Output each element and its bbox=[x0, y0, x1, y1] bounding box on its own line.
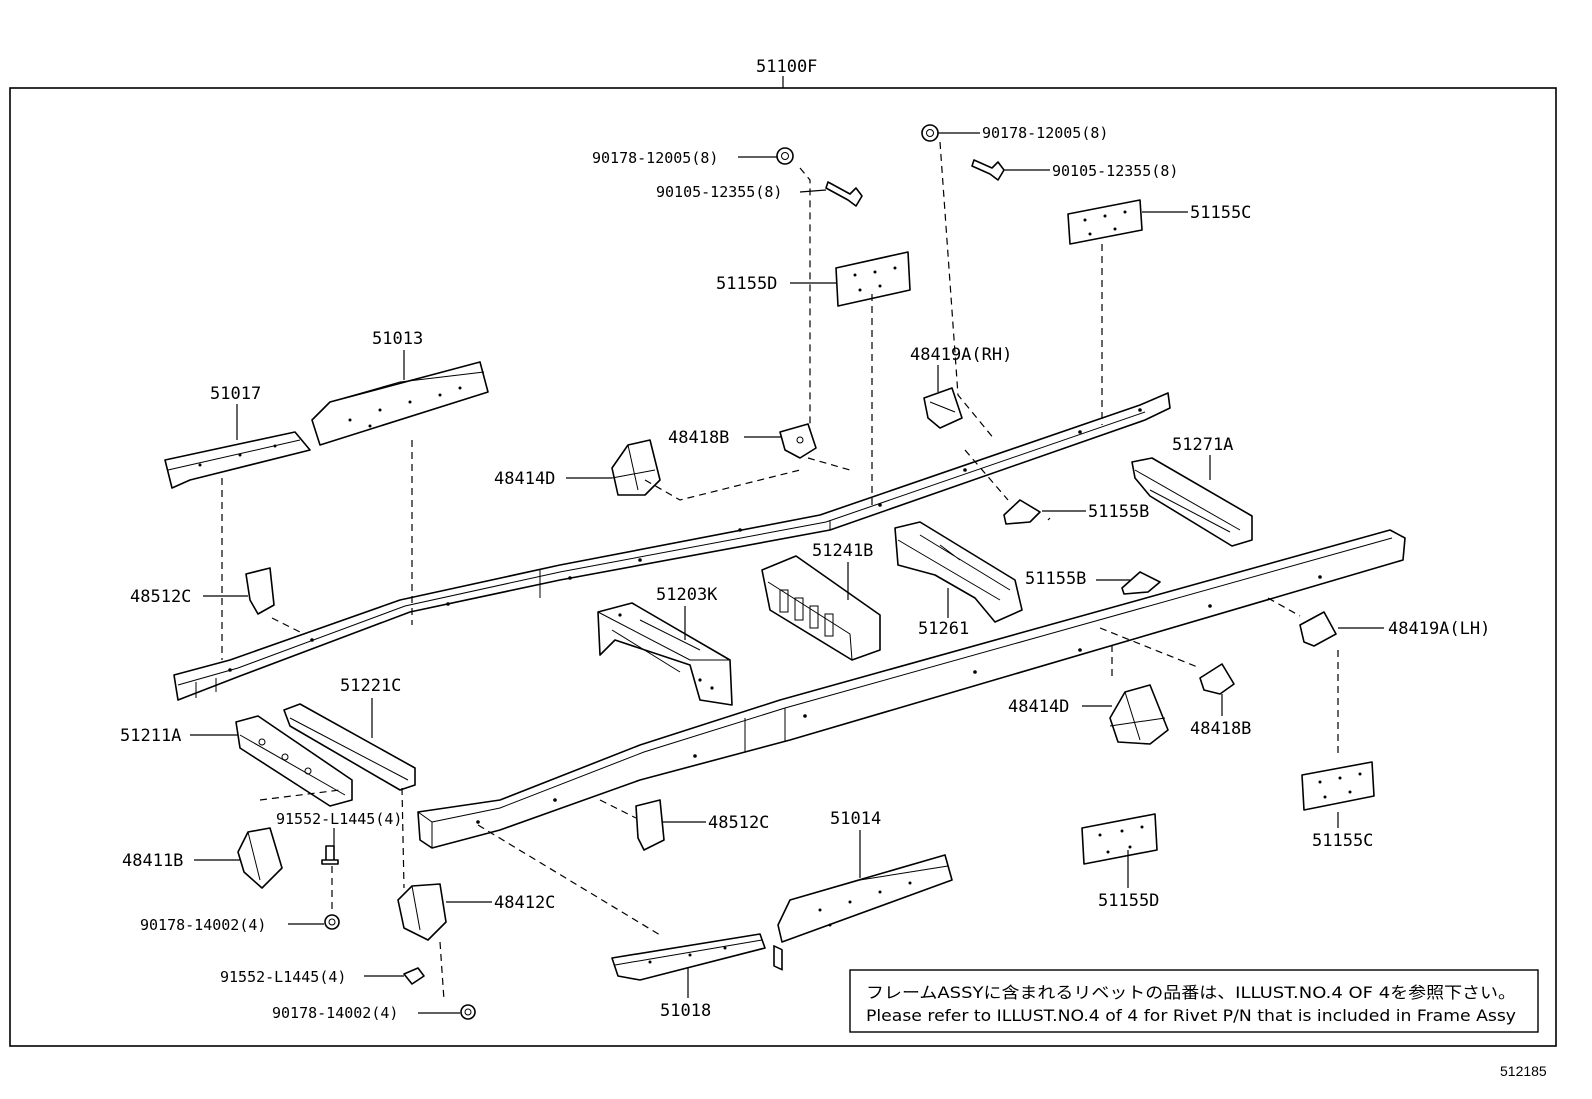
nut-icon[interactable] bbox=[921, 124, 939, 142]
part-label-90105-12355-left[interactable]: 90105-12355(8) bbox=[656, 183, 782, 201]
leader-lines bbox=[190, 132, 1384, 1014]
bracket-48512C-bottom[interactable] bbox=[635, 799, 665, 851]
bracket-48419A-lh[interactable] bbox=[1299, 611, 1337, 647]
crossmember-51221C[interactable] bbox=[283, 703, 416, 791]
part-label-90178-14002-a[interactable]: 90178-14002(4) bbox=[140, 916, 266, 934]
part-label-51155B-a[interactable]: 51155B bbox=[1088, 502, 1149, 522]
bracket-48512C-left[interactable] bbox=[245, 567, 275, 615]
rivet-note-english: Please refer to ILLUST.NO.4 of 4 for Riv… bbox=[866, 1006, 1516, 1025]
splice-plate-51155D-bottom[interactable] bbox=[1081, 813, 1158, 865]
part-label-51155D-bottom[interactable]: 51155D bbox=[1098, 891, 1159, 911]
crossmember-51261[interactable] bbox=[894, 521, 1023, 623]
part-label-51013[interactable]: 51013 bbox=[372, 329, 423, 349]
rivet-bolt-icon[interactable] bbox=[321, 845, 339, 865]
part-label-48419A-rh[interactable]: 48419A(RH) bbox=[910, 345, 1012, 365]
part-label-91552-L1445-b[interactable]: 91552-L1445(4) bbox=[220, 968, 346, 986]
part-label-48414D-bottom[interactable]: 48414D bbox=[1008, 697, 1069, 717]
rivet-note-japanese: フレームASSYに含まれるリベットの品番は、ILLUST.NO.4 OF 4を参… bbox=[866, 983, 1516, 1002]
bracket-48418B-bottom[interactable] bbox=[1199, 663, 1235, 695]
part-label-48418B-top[interactable]: 48418B bbox=[668, 428, 729, 448]
part-label-48414D-top[interactable]: 48414D bbox=[494, 469, 555, 489]
part-label-91552-L1445-a[interactable]: 91552-L1445(4) bbox=[276, 810, 402, 828]
part-label-48512C-bottom[interactable]: 48512C bbox=[708, 813, 769, 833]
part-label-51221C[interactable]: 51221C bbox=[340, 676, 401, 696]
splice-plate-51155D-top[interactable] bbox=[835, 251, 911, 307]
frame-rail-lower[interactable] bbox=[417, 529, 1406, 849]
part-label-51018[interactable]: 51018 bbox=[660, 1001, 711, 1021]
crossmember-51203K[interactable] bbox=[597, 602, 733, 706]
rivet-note-box: フレームASSYに含まれるリベットの品番は、ILLUST.NO.4 OF 4を参… bbox=[849, 969, 1539, 1033]
part-label-51017[interactable]: 51017 bbox=[210, 384, 261, 404]
nut-icon[interactable] bbox=[324, 914, 340, 930]
part-label-48419A-lh[interactable]: 48419A(LH) bbox=[1388, 619, 1490, 639]
bolt-icon[interactable] bbox=[971, 159, 1005, 181]
part-label-51014[interactable]: 51014 bbox=[830, 809, 881, 829]
part-label-90178-12005-right[interactable]: 90178-12005(8) bbox=[982, 124, 1108, 142]
rivet-bolt-icon[interactable] bbox=[403, 967, 425, 985]
bracket-48411B[interactable] bbox=[237, 827, 283, 889]
crossmember-51271A[interactable] bbox=[1131, 457, 1253, 547]
splice-plate-51155C-top[interactable] bbox=[1067, 199, 1143, 245]
nut-icon[interactable] bbox=[776, 147, 794, 165]
bracket-48418B-top[interactable] bbox=[779, 423, 817, 459]
bracket-51017[interactable] bbox=[164, 431, 311, 489]
bracket-51155B-b[interactable] bbox=[1121, 571, 1161, 595]
part-label-90178-12005-left[interactable]: 90178-12005(8) bbox=[592, 149, 718, 167]
splice-plate-51155C-bottom[interactable] bbox=[1301, 761, 1375, 811]
part-label-51261[interactable]: 51261 bbox=[918, 619, 969, 639]
part-label-51155C-bottom[interactable]: 51155C bbox=[1312, 831, 1373, 851]
nut-icon[interactable] bbox=[460, 1004, 476, 1020]
part-label-51155D-top[interactable]: 51155D bbox=[716, 274, 777, 294]
reinforcement-51013[interactable] bbox=[311, 361, 489, 446]
part-label-48418B-bottom[interactable]: 48418B bbox=[1190, 719, 1251, 739]
part-label-51211A[interactable]: 51211A bbox=[120, 726, 181, 746]
part-label-90105-12355-right[interactable]: 90105-12355(8) bbox=[1052, 162, 1178, 180]
bracket-51018[interactable] bbox=[611, 933, 766, 981]
bracket-48414D-bottom[interactable] bbox=[1109, 684, 1169, 745]
part-label-48412C[interactable]: 48412C bbox=[494, 893, 555, 913]
part-label-51155B-b[interactable]: 51155B bbox=[1025, 569, 1086, 589]
crossmember-51241B[interactable] bbox=[761, 555, 881, 971]
bolt-icon[interactable] bbox=[825, 181, 863, 207]
part-label-48512C-left[interactable]: 48512C bbox=[130, 587, 191, 607]
bracket-48412C[interactable] bbox=[397, 883, 447, 941]
bracket-48414D-top[interactable] bbox=[611, 439, 661, 496]
crossmember-51211A[interactable] bbox=[235, 715, 353, 807]
assembly-label[interactable]: 51100F bbox=[756, 57, 817, 77]
bracket-48419A-rh[interactable] bbox=[923, 387, 963, 429]
reinforcement-51014[interactable] bbox=[777, 854, 953, 943]
part-label-51241B[interactable]: 51241B bbox=[812, 541, 873, 561]
part-label-90178-14002-b[interactable]: 90178-14002(4) bbox=[272, 1004, 398, 1022]
assembly-lines bbox=[221, 141, 1339, 1001]
part-label-48411B[interactable]: 48411B bbox=[122, 851, 183, 871]
part-label-51155C-top[interactable]: 51155C bbox=[1190, 203, 1251, 223]
frame-rail-upper[interactable] bbox=[173, 392, 1171, 701]
drawing-reference-number: 512185 bbox=[1500, 1063, 1547, 1079]
part-label-51271A[interactable]: 51271A bbox=[1172, 435, 1233, 455]
part-label-51203K[interactable]: 51203K bbox=[656, 585, 718, 605]
bracket-51155B-a[interactable] bbox=[1003, 499, 1041, 525]
